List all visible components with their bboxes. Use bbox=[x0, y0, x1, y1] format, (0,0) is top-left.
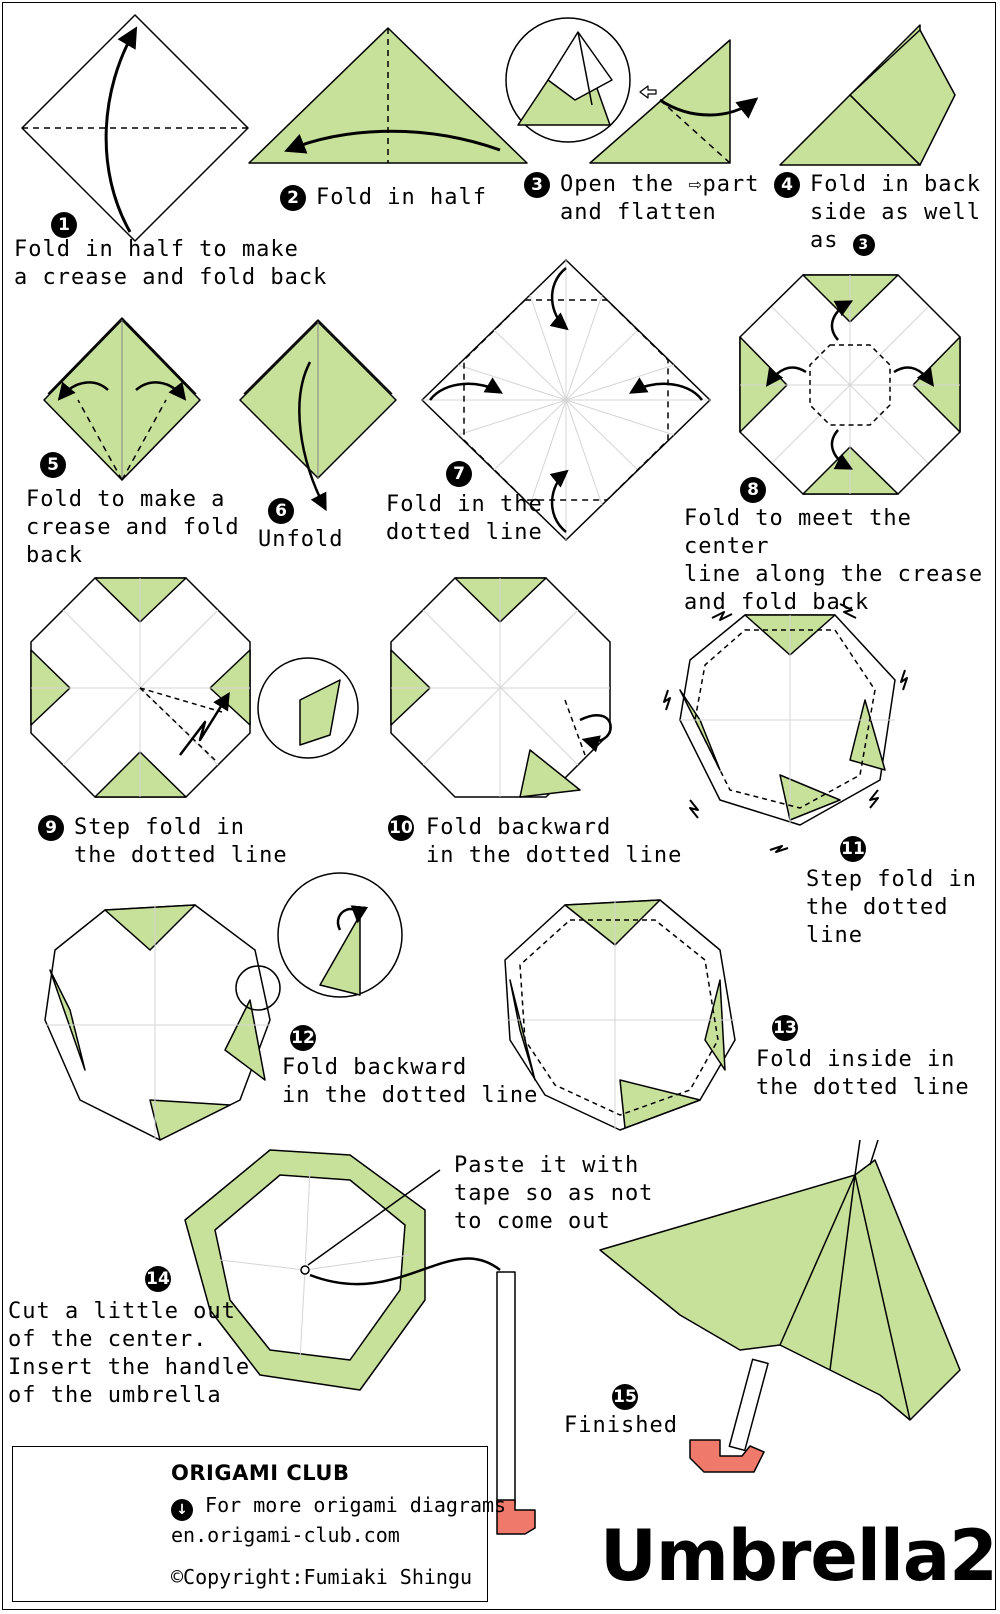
step-caption-2: Fold in half bbox=[316, 185, 487, 210]
step-number-2: 2 bbox=[280, 185, 306, 211]
step-caption-5: Fold to make a crease and fold back bbox=[26, 487, 240, 568]
step-number-14: 14 bbox=[145, 1266, 171, 1292]
step-caption-3-pre: Open the bbox=[560, 172, 689, 197]
step-number-4: 4 bbox=[774, 172, 800, 198]
step-note-14: Paste it with tape so as not to come out bbox=[454, 1153, 654, 1234]
step-caption-15: Finished bbox=[564, 1413, 678, 1438]
step-number-10: 10 bbox=[388, 815, 414, 841]
step-caption-3-post: part and flatten bbox=[560, 172, 760, 225]
step7-diagram bbox=[421, 259, 711, 541]
step9-diagram bbox=[30, 577, 359, 798]
step-number-11: 11 bbox=[840, 836, 866, 862]
step6-diagram bbox=[239, 319, 397, 512]
step-number-1: 1 bbox=[51, 212, 77, 238]
step-caption-11: Step fold in the dotted line bbox=[806, 867, 977, 948]
step-number-3: 3 bbox=[524, 172, 550, 198]
outline-arrow-icon: ⇨ bbox=[688, 172, 703, 197]
step-number-13: 13 bbox=[772, 1015, 798, 1041]
step-caption-13: Fold inside in the dotted line bbox=[756, 1047, 970, 1100]
step-number-15: 15 bbox=[612, 1384, 638, 1410]
more-diagrams-link[interactable]: ↓ For more origami diagrams bbox=[171, 1493, 506, 1521]
step-number-7: 7 bbox=[446, 461, 472, 487]
step-caption-10: Fold backward in the dotted line bbox=[426, 815, 683, 868]
step-number-9: 9 bbox=[38, 815, 64, 841]
step-number-6: 6 bbox=[268, 498, 294, 524]
brand-name: ORIGAMI CLUB bbox=[171, 1461, 350, 1485]
down-arrow-circle-icon: ↓ bbox=[171, 1499, 193, 1521]
step-caption-3: Open the ⇨part and flatten bbox=[560, 171, 759, 227]
step13-diagram bbox=[504, 899, 736, 1131]
step4-diagram bbox=[779, 24, 956, 166]
step3-diagram bbox=[505, 17, 759, 164]
diagram-title: Umbrella2 bbox=[600, 1515, 998, 1597]
step-caption-4: Fold in back side as well as 3 bbox=[810, 171, 981, 256]
step-caption-8: Fold to meet the center line along the c… bbox=[684, 506, 984, 615]
step-caption-12: Fold backward in the dotted line bbox=[282, 1055, 539, 1108]
step8-diagram bbox=[739, 274, 961, 495]
step2-diagram bbox=[248, 27, 528, 164]
step-ref-3: 3 bbox=[852, 234, 875, 256]
step12-diagram bbox=[44, 872, 403, 1141]
copyright: ©Copyright:Fumiaki Shingu bbox=[171, 1565, 473, 1589]
step-caption-6: Unfold bbox=[258, 527, 344, 552]
step-caption-1: Fold in half to make a crease and fold b… bbox=[14, 237, 328, 290]
step5-diagram bbox=[43, 317, 201, 481]
site-url[interactable]: en.origami-club.com bbox=[171, 1523, 400, 1547]
step-caption-4-text: Fold in back side as well as bbox=[810, 172, 981, 253]
step-caption-14: Cut a little out of the center. Insert t… bbox=[8, 1299, 251, 1408]
step-number-12: 12 bbox=[290, 1025, 316, 1051]
more-diagrams-text: For more origami diagrams bbox=[205, 1493, 507, 1517]
step-caption-7: Fold in the dotted line bbox=[386, 492, 543, 545]
step-number-8: 8 bbox=[740, 477, 766, 503]
step10-diagram bbox=[390, 577, 612, 798]
step-number-5: 5 bbox=[40, 452, 66, 478]
step1-diagram bbox=[21, 14, 249, 242]
credit-box: ORIGAMI CLUB ↓ For more origami diagrams… bbox=[12, 1446, 506, 1602]
step11-diagram bbox=[663, 603, 908, 853]
step14-diagram bbox=[184, 1149, 536, 1535]
step15-diagram bbox=[599, 1139, 961, 1473]
step-caption-9: Step fold in the dotted line bbox=[74, 815, 288, 868]
